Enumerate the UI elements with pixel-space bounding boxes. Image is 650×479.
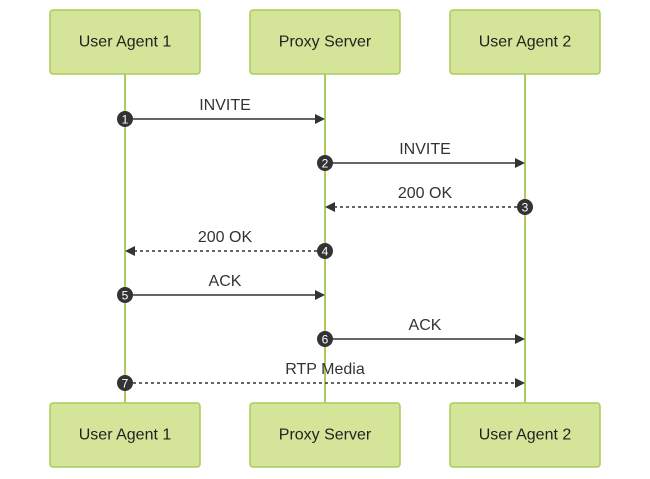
sequence-number: 5: [122, 289, 129, 303]
message-label: ACK: [409, 317, 442, 334]
sequence-number-badge: [317, 243, 333, 259]
actor-label: Proxy Server: [279, 34, 372, 51]
actors-top: User Agent 1 Proxy Server User Agent 2: [49, 9, 601, 75]
message-label: INVITE: [399, 141, 451, 158]
actor-proxy-bottom: Proxy Server: [249, 402, 401, 468]
sequence-number: 6: [322, 333, 329, 347]
arrowhead: [315, 114, 325, 124]
arrowhead: [515, 334, 525, 344]
sequence-number: 7: [122, 377, 129, 391]
lifelines: [124, 74, 526, 403]
message-2: 2 INVITE: [317, 141, 525, 171]
message-3: 3 200 OK: [325, 185, 533, 215]
message-1: 1 INVITE: [117, 97, 325, 127]
message-label: 200 OK: [398, 185, 453, 202]
actor-box: [249, 9, 401, 75]
message-label: RTP Media: [285, 361, 365, 378]
sequence-number-badge: [317, 331, 333, 347]
message-label: ACK: [209, 273, 242, 290]
actor-label: Proxy Server: [279, 427, 372, 444]
message-7: 7 RTP Media: [117, 361, 525, 391]
actor-label: User Agent 1: [79, 34, 172, 51]
sequence-number: 1: [122, 113, 129, 127]
sequence-number-badge: [117, 287, 133, 303]
message-label: 200 OK: [198, 229, 253, 246]
actor-box: [449, 402, 601, 468]
sequence-number-badge: [517, 199, 533, 215]
sequence-number-badge: [117, 111, 133, 127]
sequence-number-badge: [317, 155, 333, 171]
arrowhead: [515, 158, 525, 168]
sequence-number-badge: [117, 375, 133, 391]
arrowhead: [515, 378, 525, 388]
actor-ua2-top: User Agent 2: [449, 9, 601, 75]
arrowhead: [325, 202, 335, 212]
actor-box: [249, 402, 401, 468]
actor-ua1-bottom: User Agent 1: [49, 402, 201, 468]
arrowhead: [125, 246, 135, 256]
actor-box: [49, 402, 201, 468]
message-5: 5 ACK: [117, 273, 325, 303]
actor-ua2-bottom: User Agent 2: [449, 402, 601, 468]
actor-label: User Agent 2: [479, 427, 572, 444]
actor-box: [49, 9, 201, 75]
sequence-number: 4: [322, 245, 329, 259]
message-4: 4 200 OK: [125, 229, 333, 259]
actor-proxy-top: Proxy Server: [249, 9, 401, 75]
actor-label: User Agent 2: [479, 34, 572, 51]
message-6: 6 ACK: [317, 317, 525, 347]
sequence-number: 3: [522, 201, 529, 215]
message-label: INVITE: [199, 97, 251, 114]
actor-box: [449, 9, 601, 75]
sequence-number: 2: [322, 157, 329, 171]
actor-ua1-top: User Agent 1: [49, 9, 201, 75]
arrowhead: [315, 290, 325, 300]
actors-bottom: User Agent 1 Proxy Server User Agent 2: [49, 402, 601, 468]
actor-label: User Agent 1: [79, 427, 172, 444]
